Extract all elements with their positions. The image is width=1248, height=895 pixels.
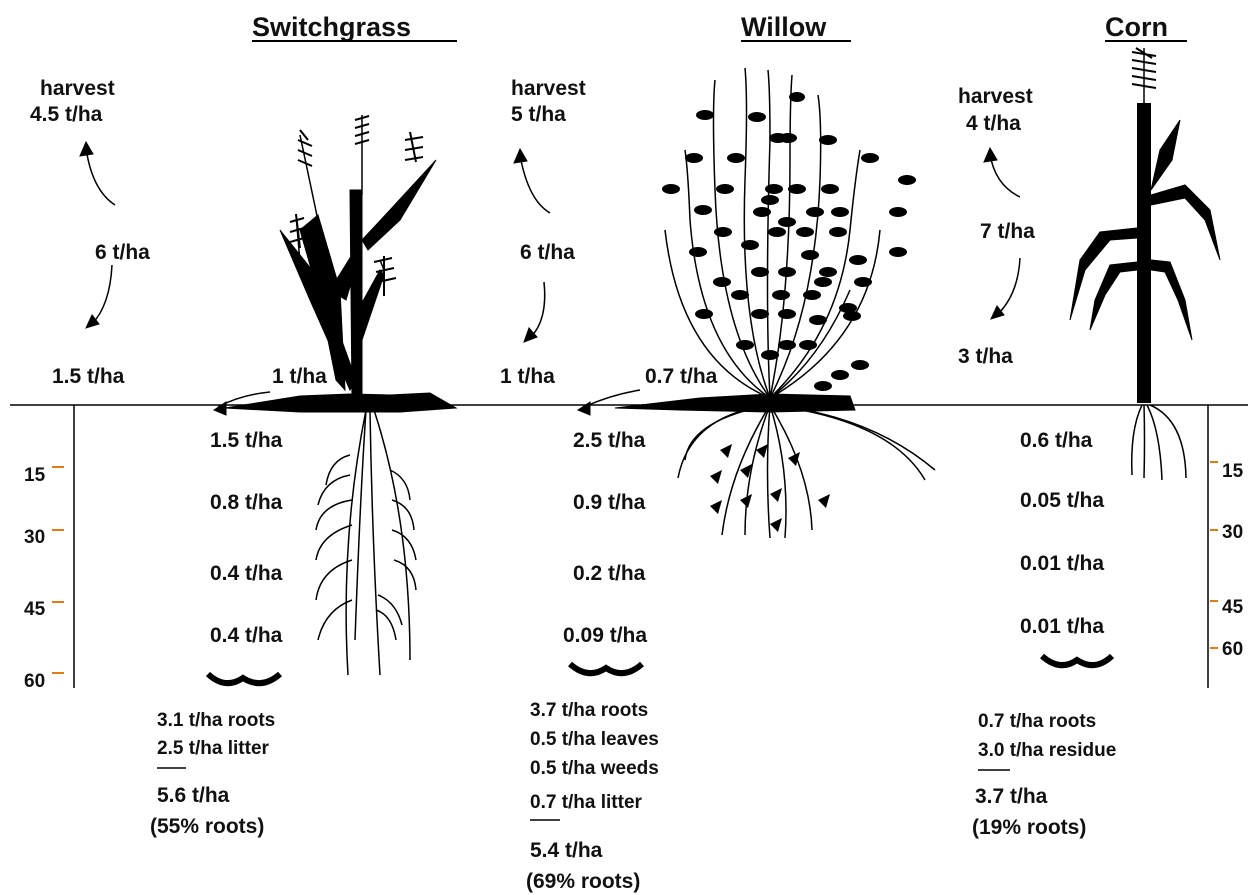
title-switchgrass: Switchgrass	[252, 12, 411, 42]
corn-plant-icon	[1069, 47, 1221, 481]
corn-depth-1: 0.6 t/ha	[1020, 429, 1093, 452]
willow-harvest-arrow	[519, 154, 551, 214]
switchgrass-harvest-label: harvest	[40, 77, 115, 100]
switchgrass-litter-surface: 1.5 t/ha	[52, 365, 125, 388]
willow-depth-2: 0.9 t/ha	[573, 491, 646, 514]
left-tick-30: 30	[24, 527, 45, 548]
right-tick-15: 15	[1222, 461, 1244, 482]
switchgrass-harvest-arrow	[85, 147, 116, 206]
corn-standing: 7 t/ha	[980, 220, 1035, 243]
switchgrass-standing: 6 t/ha	[95, 241, 150, 264]
willow-plant-icon	[614, 67, 936, 539]
corn-depth-4: 0.01 t/ha	[1020, 615, 1104, 638]
switchgrass-roots: 3.1 t/ha roots	[157, 710, 275, 731]
willow-standing: 6 t/ha	[520, 241, 575, 264]
left-depth-axis: 15 30 45 60	[24, 405, 75, 692]
willow-depth-4: 0.09 t/ha	[563, 624, 647, 647]
switchgrass-plant-icon	[224, 115, 458, 676]
switchgrass-harvest-value: 4.5 t/ha	[30, 103, 103, 126]
switchgrass-depth-1: 1.5 t/ha	[210, 429, 283, 452]
corn-depth-3: 0.01 t/ha	[1020, 552, 1104, 575]
switchgrass-near-surface: 1 t/ha	[272, 365, 327, 388]
willow-weeds: 0.5 t/ha weeds	[530, 758, 659, 779]
switchgrass-down-arrow	[91, 264, 113, 325]
willow-pct: (69% roots)	[526, 870, 640, 893]
corn-harvest-label: harvest	[958, 85, 1033, 108]
corn-harvest-value: 4 t/ha	[966, 112, 1021, 135]
switchgrass-depth-4: 0.4 t/ha	[210, 624, 283, 647]
willow-litter: 0.7 t/ha litter	[530, 792, 643, 813]
corn-total: 3.7 t/ha	[975, 785, 1048, 808]
right-tick-30: 30	[1222, 522, 1243, 543]
corn-roots: 0.7 t/ha roots	[978, 711, 1096, 732]
willow-leaves: 0.5 t/ha leaves	[530, 729, 659, 750]
willow-near-surface: 0.7 t/ha	[645, 365, 718, 388]
title-willow: Willow	[741, 12, 827, 42]
corn-down-arrow	[996, 257, 1021, 316]
switchgrass-total: 5.6 t/ha	[157, 784, 230, 807]
corn-depth-2: 0.05 t/ha	[1020, 489, 1104, 512]
willow-harvest-value: 5 t/ha	[511, 103, 566, 126]
switchgrass-pct: (55% roots)	[150, 815, 264, 838]
left-tick-60: 60	[24, 671, 45, 692]
corn-residue-surface: 3 t/ha	[958, 345, 1013, 368]
willow-total: 5.4 t/ha	[530, 839, 603, 862]
title-corn: Corn	[1105, 12, 1168, 42]
willow-harvest-label: harvest	[511, 77, 586, 100]
right-depth-axis: 15 30 45 60	[1207, 405, 1244, 688]
switchgrass-litter: 2.5 t/ha litter	[157, 738, 270, 759]
switchgrass-brace	[205, 671, 282, 687]
left-tick-45: 45	[24, 599, 46, 620]
left-tick-15: 15	[24, 465, 46, 486]
willow-brace	[568, 661, 644, 677]
right-tick-60: 60	[1222, 639, 1243, 660]
switchgrass-depth-3: 0.4 t/ha	[210, 562, 283, 585]
corn-section: harvest 4 t/ha 7 t/ha 3 t/ha 0	[958, 47, 1221, 839]
willow-litter-surface: 1 t/ha	[500, 365, 555, 388]
switchgrass-section: harvest 4.5 t/ha 6 t/ha 1.5 t/ha 1 t/ha	[30, 77, 458, 838]
corn-brace	[1040, 653, 1115, 669]
willow-section: harvest 5 t/ha 6 t/ha 1 t/ha 0.7 t/ha	[500, 67, 936, 893]
switchgrass-depth-2: 0.8 t/ha	[210, 491, 283, 514]
willow-depth-1: 2.5 t/ha	[573, 429, 646, 452]
willow-depth-3: 0.2 t/ha	[573, 562, 646, 585]
corn-residue: 3.0 t/ha residue	[978, 740, 1116, 761]
right-tick-45: 45	[1222, 597, 1244, 618]
willow-down-arrow	[529, 281, 546, 339]
corn-pct: (19% roots)	[972, 816, 1086, 839]
willow-roots: 3.7 t/ha roots	[530, 700, 648, 721]
